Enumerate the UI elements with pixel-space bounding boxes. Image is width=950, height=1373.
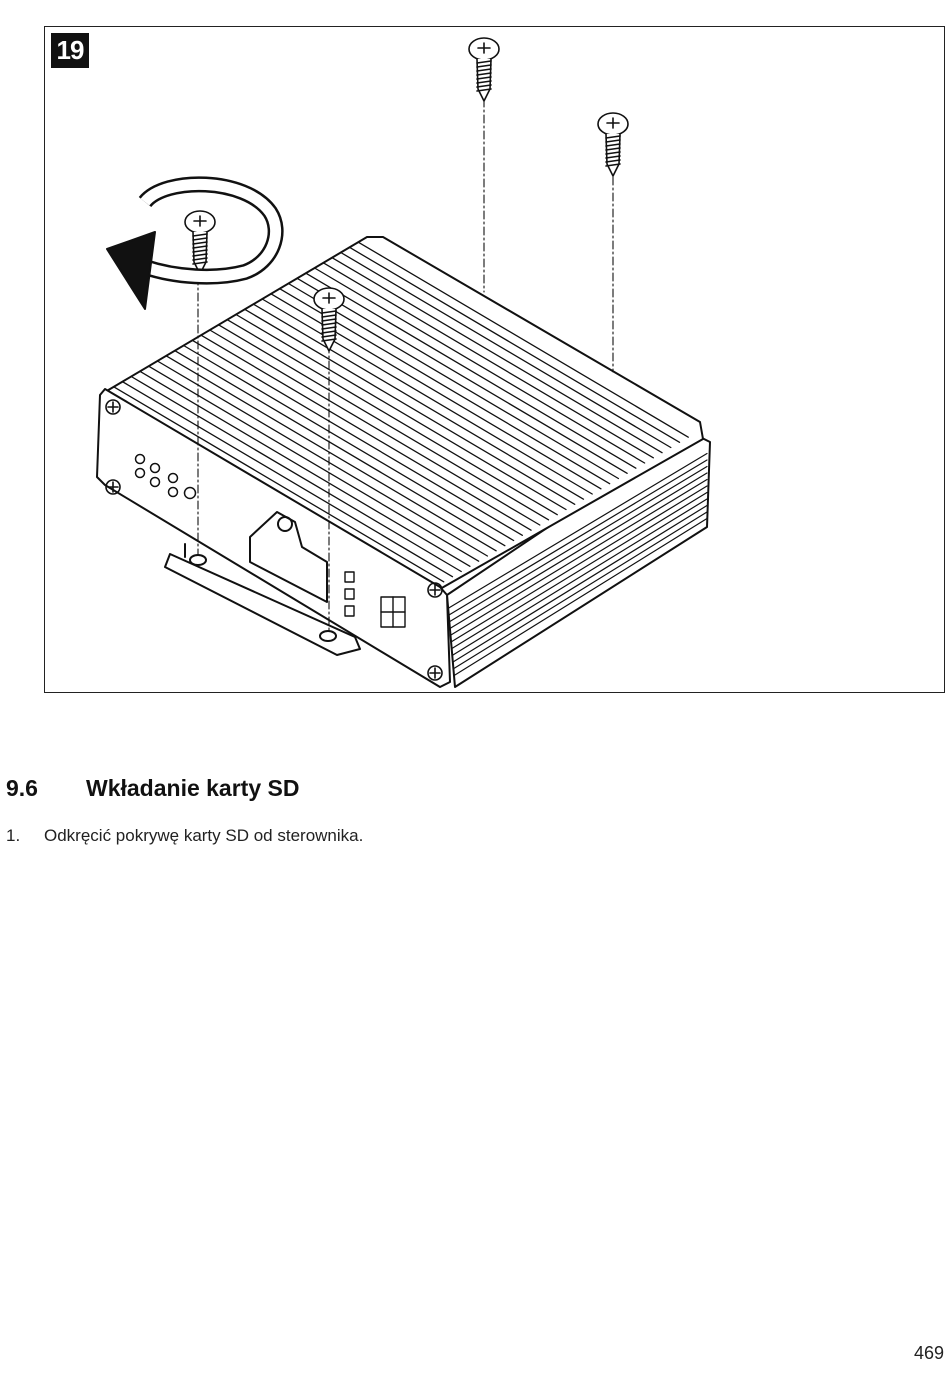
screw-icon xyxy=(468,37,500,102)
panel-screws xyxy=(105,399,443,681)
step-index: 1. xyxy=(6,826,21,845)
controller-illustration xyxy=(96,37,711,688)
section-heading: 9.6 Wkładanie karty SD xyxy=(6,775,299,802)
housing-side xyxy=(446,431,711,688)
screw-icon xyxy=(184,210,216,275)
top-fins xyxy=(113,241,689,583)
led-indicators xyxy=(134,453,197,500)
section-title: Wkładanie karty SD xyxy=(86,775,300,801)
section-number: 9.6 xyxy=(6,775,38,801)
step-text: Odkręcić pokrywę karty SD od sterownika. xyxy=(44,826,364,845)
page-number: 469 xyxy=(913,1343,944,1363)
figure-frame: 19 xyxy=(44,26,945,693)
screw-icon xyxy=(597,112,629,177)
screw-icon xyxy=(313,287,345,352)
sd-card-cover xyxy=(249,511,328,603)
mounting-bracket xyxy=(164,553,361,656)
front-ports xyxy=(344,571,406,628)
figure-number-badge: 19 xyxy=(51,33,89,68)
screw-guide-lines xyxy=(197,98,614,632)
instruction-step: 1. Odkręcić pokrywę karty SD od sterownik… xyxy=(6,826,363,846)
unscrew-direction-arrow xyxy=(106,176,284,310)
side-fins xyxy=(447,452,708,676)
